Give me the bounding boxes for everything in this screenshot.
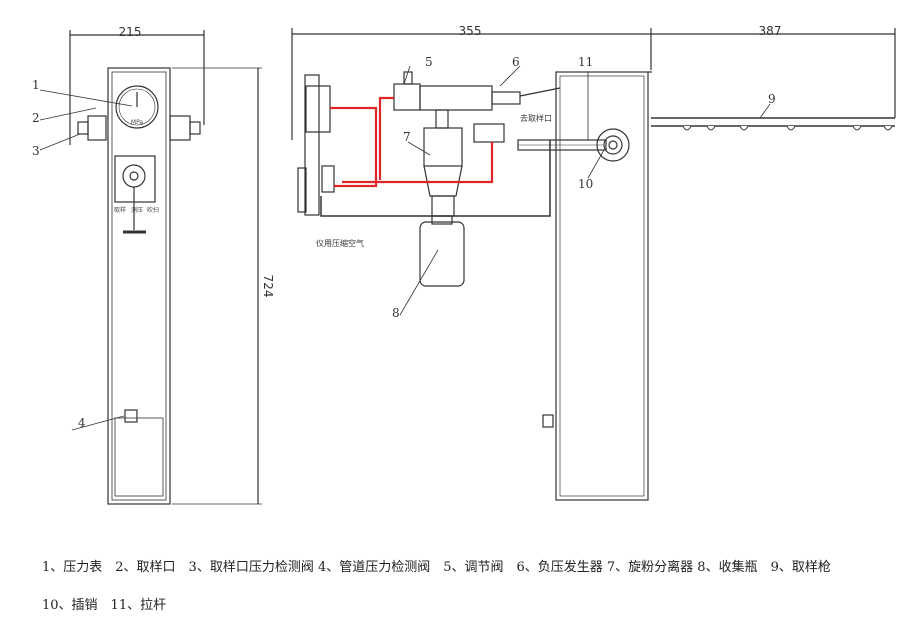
callout-10: 10 [578,177,593,191]
collection-bottle [419,221,465,287]
callout-11: 11 [578,55,593,69]
panel-label-purge: 吹扫 [147,206,159,214]
legend-line-1: 1、压力表 2、取样口 3、取样口压力检测阀 4、管道压力检测阀 5、调节阀 6… [42,560,831,575]
dim-height: 724 [261,275,275,298]
cyclone-separator [423,127,463,167]
switch-panel [114,155,156,203]
callout-5: 5 [425,55,433,69]
cabinet-side [555,71,649,501]
legend-line-2: 10、插销 11、拉杆 [42,598,167,613]
cabinet-front [107,67,171,505]
pipe-valve [124,409,138,423]
dim-width-mid: 355 [459,24,482,38]
callout-4: 4 [78,416,86,430]
valve-right [169,115,191,141]
callout-2: 2 [32,111,40,125]
panel-label-sample: 取样 [114,206,126,214]
to-sampling-port-label: 去取样口 [520,113,552,123]
callout-8: 8 [392,306,400,320]
callout-7: 7 [403,130,411,144]
callout-3: 3 [32,144,40,158]
gauge-plate [304,74,320,216]
pressure-gauge [115,85,159,129]
compressed-air-label: 仪用压缩空气 [316,238,364,248]
compressed-air-pipes [330,96,494,188]
valve-left [87,115,107,141]
regulating-valve [393,83,421,111]
dim-width-left: 215 [119,25,142,39]
gauge-unit: MPa [131,119,144,126]
callout-1: 1 [32,78,40,92]
callout-6: 6 [512,55,520,69]
panel-label-pressure: 测压 [131,206,143,214]
lower-door [114,417,164,497]
dim-width-right: 387 [759,24,782,38]
vacuum-generator [419,85,493,111]
callout-9: 9 [768,92,776,106]
